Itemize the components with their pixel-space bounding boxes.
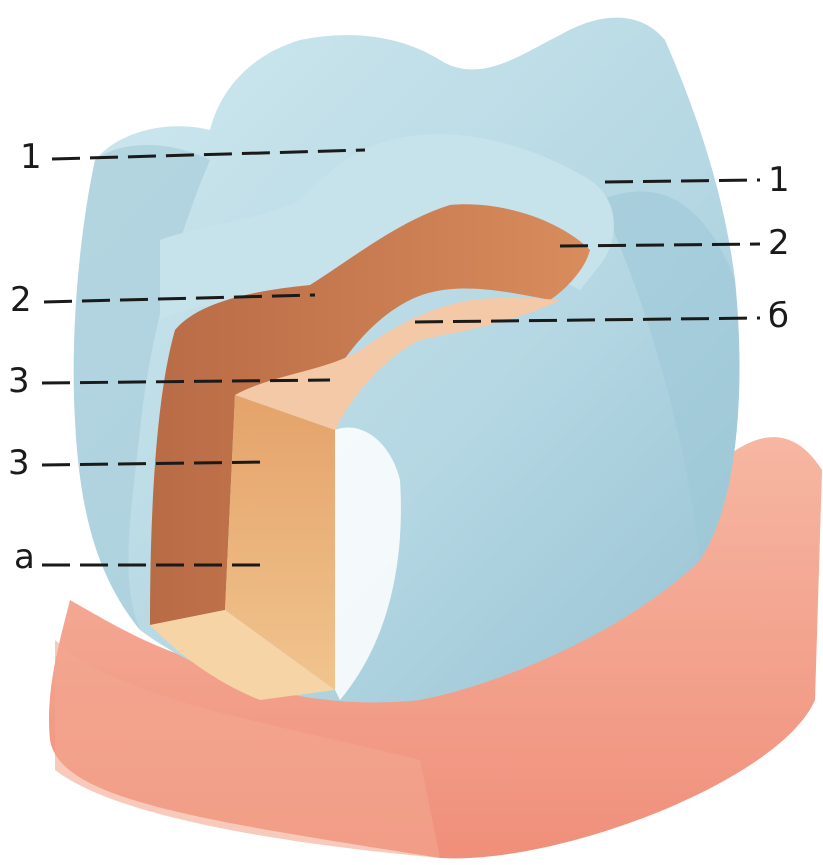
leader-right-1 xyxy=(605,180,760,182)
label-b-right: б xyxy=(768,299,789,333)
label-enamel-right: 1 xyxy=(768,163,790,197)
label-wall-upper-left: 3 xyxy=(8,364,30,398)
label-dentin-right: 2 xyxy=(768,226,790,260)
label-dentin-left: 2 xyxy=(10,283,32,317)
label-wall-lower-left: 3 xyxy=(8,446,30,480)
label-enamel-left: 1 xyxy=(20,140,42,174)
label-a-left: а xyxy=(14,540,35,574)
